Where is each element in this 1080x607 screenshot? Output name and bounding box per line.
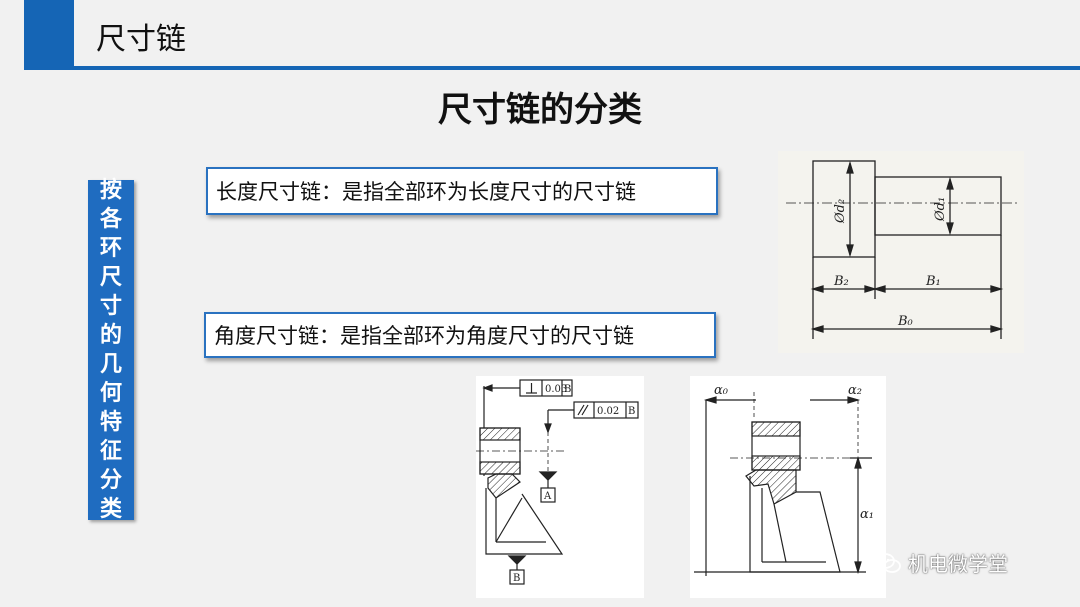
datum-a-label: A <box>543 491 552 502</box>
stepped-shaft-figure: Ød₂ Ød₁ B₂ B₁ B₀ <box>778 151 1024 353</box>
section-subtitle: 尺寸链的分类 <box>438 90 642 130</box>
angle-chain-definition: 角度尺寸链：是指全部环为角度尺寸的尺寸链 <box>214 324 634 348</box>
side-label-char: 按 <box>99 178 122 203</box>
tolerance-drawing-figure: 0.03 B 0.02 B A B <box>476 376 644 598</box>
alpha0-label: α₀ <box>714 383 729 398</box>
length-chain-definition: 长度尺寸链：是指全部环为长度尺寸的尺寸链 <box>216 180 636 204</box>
side-category-label: 按各环尺寸的几何特征分类 <box>88 178 134 522</box>
alpha1-label: α₁ <box>860 507 874 522</box>
alpha2-label: α₂ <box>848 383 862 398</box>
side-label-char: 寸 <box>99 294 122 319</box>
side-label-char: 的 <box>99 323 122 348</box>
watermark: 机电微学堂 <box>874 548 1008 577</box>
perpendicularity-datum: B <box>564 384 571 395</box>
side-label-char: 尺 <box>99 265 122 290</box>
side-label-char: 特 <box>99 410 122 435</box>
side-label-char: 环 <box>99 236 122 261</box>
angle-chain-definition-box: 角度尺寸链：是指全部环为角度尺寸的尺寸链 <box>204 312 716 358</box>
d1-label: Ød₁ <box>933 197 948 222</box>
side-label-char: 几 <box>99 352 122 377</box>
angle-chain-figure: α₀ α₂ α₁ <box>690 376 886 598</box>
watermark-text: 机电微学堂 <box>908 552 1008 576</box>
side-label-char: 征 <box>99 439 122 464</box>
b1-label: B₁ <box>925 274 941 289</box>
length-chain-definition-box: 长度尺寸链：是指全部环为长度尺寸的尺寸链 <box>206 167 718 215</box>
header-accent-bar <box>24 0 74 68</box>
parallelism-value: 0.02 <box>597 406 619 417</box>
wechat-icon <box>875 552 901 573</box>
b2-label: B₂ <box>833 274 849 289</box>
side-label-char: 类 <box>99 497 122 522</box>
b0-label: B₀ <box>897 314 914 329</box>
d2-label: Ød₂ <box>833 199 848 224</box>
side-label-char: 各 <box>99 207 122 232</box>
side-label-char: 分 <box>99 468 122 493</box>
datum-b-label: B <box>513 573 520 584</box>
parallelism-datum: B <box>628 406 635 417</box>
perpendicularity-value: 0.03 <box>545 384 567 395</box>
header-divider <box>24 66 1080 70</box>
side-label-char: 何 <box>99 381 122 406</box>
page-title: 尺寸链 <box>96 22 186 57</box>
